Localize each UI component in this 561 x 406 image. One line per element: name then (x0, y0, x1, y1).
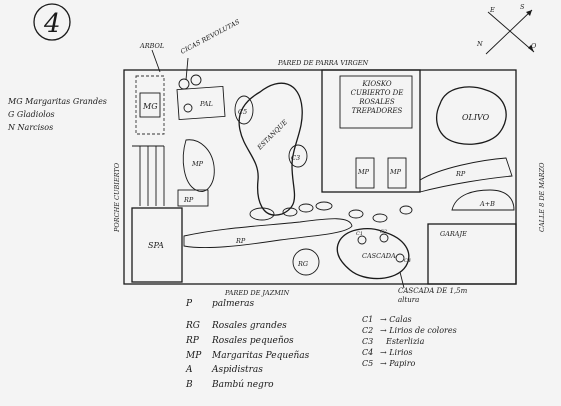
garaje-area (427, 223, 517, 285)
stepping-stones (249, 201, 413, 223)
c4-marker-label: C4 (404, 258, 411, 264)
c-legend-text-2: → Lirios de colores (380, 326, 457, 335)
c1-marker (357, 235, 367, 245)
cascada-pond (336, 228, 410, 280)
arbol-label: ARBOL (139, 42, 164, 50)
compass-north: N (476, 40, 483, 48)
rp-left-label: RP (183, 196, 194, 204)
legend-text-4: Margaritas Pequeñas (211, 351, 310, 361)
wall-top-label: PARED DE PARRA VIRGEN (277, 59, 369, 67)
legend-code-2: RG (185, 321, 200, 331)
cicas-label: CICAS REVOLUTAS (179, 18, 241, 56)
c-legend-text-4: → Lirios (380, 348, 412, 357)
c5-bed (234, 95, 254, 125)
side-legend-3: N Narcisos (7, 123, 53, 132)
kiosko-structure (321, 69, 421, 193)
c3-bed (288, 144, 308, 168)
olivo-label: OLIVO (462, 113, 490, 122)
c-legend-code-1: C1 (362, 315, 373, 324)
mp-left-bed (182, 139, 215, 192)
compass: S E N O (476, 3, 537, 55)
cascada-note: CASCADA DE 1,5m altura (398, 287, 468, 304)
legend-code-3: RP (185, 336, 200, 346)
wall-left-label: PORCHE CUBIERTO (113, 162, 121, 233)
rp-left-bed (177, 189, 209, 207)
legend-code-6: B (185, 380, 193, 390)
legend-text-3: Rosales pequeños (211, 336, 294, 346)
c-legend-text-5: → Papiro (380, 359, 416, 368)
mp-box-2 (387, 157, 407, 189)
legend-text-2: Rosales grandes (211, 321, 287, 331)
c-legend-text-1: → Calas (380, 315, 412, 324)
c-legend-code-4: C4 (362, 348, 373, 357)
estanque-label: ESTANQUE (255, 118, 289, 152)
c-legend-text-3: Esterlizia (385, 337, 425, 346)
ab-bed (451, 189, 515, 211)
c-legend-code-5: C5 (362, 359, 373, 368)
plot-boundary (123, 69, 517, 285)
pal-label: PAL (199, 100, 213, 108)
mp-box-1-label: MP (357, 168, 370, 176)
legend-text-1: palmeras (212, 299, 255, 309)
palm-planter: PAL (176, 74, 226, 121)
side-legend-1: MG Margaritas Grandes (7, 97, 107, 106)
estanque-pond (238, 82, 303, 216)
rp-lower-label: RP (235, 237, 246, 245)
c-legend-code-2: C2 (362, 326, 373, 335)
rg-label: RG (297, 260, 308, 268)
c5-label: C5 (238, 108, 247, 116)
legend-text-5: Aspidistras (211, 365, 263, 375)
compass-west: O (531, 42, 537, 50)
legend-code-5: A (185, 365, 193, 375)
mg-label: MG (142, 102, 158, 111)
plant-legend: P palmeras RG Rosales grandes RP Rosales… (185, 299, 310, 390)
c1-marker-label: C1 (356, 231, 363, 237)
compass-south: S (520, 3, 525, 11)
rg-bed (292, 248, 320, 276)
garaje-label: GARAJE (440, 230, 467, 238)
side-legend-2: G Gladiolos (8, 110, 55, 119)
c2-marker (379, 233, 389, 243)
legend-code-4: MP (185, 351, 202, 361)
legend-code-1: P (185, 299, 193, 309)
ab-label: A+B (479, 200, 495, 208)
rp-right-label: RP (455, 170, 466, 178)
mp-box-2-label: MP (389, 168, 402, 176)
wall-bottom-label: PARED DE JAZMIN (224, 289, 289, 297)
mp-left-label: MP (191, 160, 204, 168)
rp-right-bed (419, 157, 513, 193)
rp-lower-bed (183, 218, 353, 249)
olivo-tree (435, 86, 507, 145)
cascada-label: CASCADA (362, 252, 396, 260)
side-legend: MG Margaritas Grandes G Gladiolos N Narc… (7, 97, 107, 132)
wall-right-label: CALLE 8 DE MARZO (538, 162, 546, 232)
c3-label: C3 (291, 154, 300, 162)
c2-marker-label: C2 (380, 229, 387, 235)
kiosko-label: KIOSKO CUBIERTO DE ROSALES TREPADORES (350, 80, 404, 115)
porch-columns (132, 145, 165, 206)
c-legend: C1 → Calas C2 → Lirios de colores C3 Est… (362, 315, 457, 368)
c-legend-code-3: C3 (362, 337, 373, 346)
plan-number-badge: 4 (33, 3, 71, 41)
mg-bed (135, 75, 165, 135)
compass-east: E (489, 6, 495, 14)
spa-label: SPA (148, 241, 164, 250)
c4-marker (395, 253, 405, 263)
kiosko-roof (339, 75, 413, 129)
plan-number: 4 (43, 9, 61, 39)
mp-box-1 (355, 157, 375, 189)
legend-text-6: Bambú negro (211, 379, 274, 390)
spa-area (131, 207, 183, 283)
